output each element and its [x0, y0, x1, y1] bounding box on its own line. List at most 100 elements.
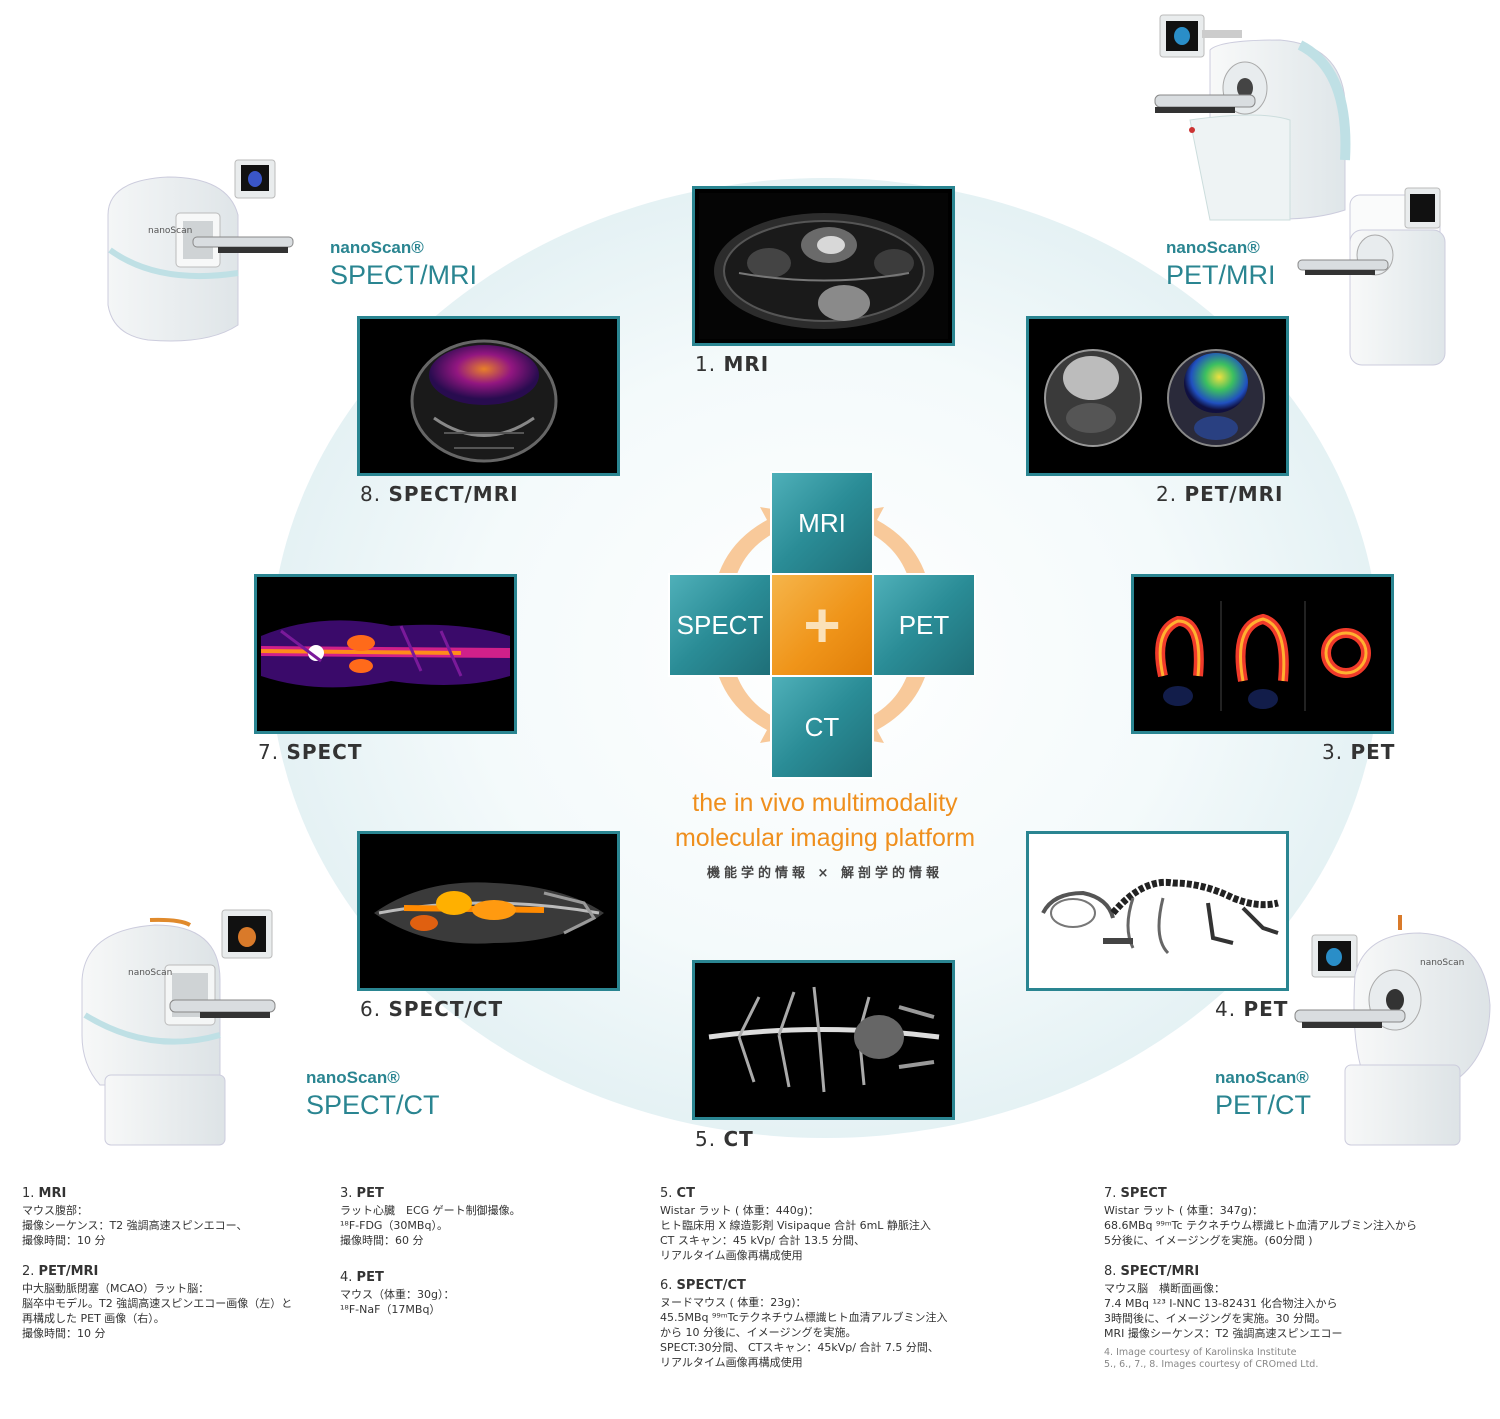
- tile-pet: PET: [872, 573, 976, 677]
- caption-number: 2.: [1156, 482, 1178, 506]
- note-number: 6.: [660, 1278, 673, 1293]
- note-number: 3.: [340, 1186, 353, 1201]
- note-line: 3時間後に、イメージングを実施。30 分間。: [1104, 1312, 1326, 1325]
- note-line: 45.5MBq ⁹⁹ᵐTcテクネチウム標識ヒト血清アルブミン注入: [660, 1311, 948, 1324]
- tagline-japanese: 機能学的情報 × 解剖学的情報: [707, 866, 943, 881]
- note-line: 中大脳動脈閉塞（MCAO）ラット脳：: [22, 1282, 210, 1295]
- mri-image-panel: [692, 186, 955, 346]
- note-line: 脳卒中モデル。T2 強調高速スピンエコー画像（左）と: [22, 1297, 293, 1310]
- tile-spect-label: SPECT: [676, 609, 764, 640]
- pet-mri-scan-image: [1033, 323, 1282, 469]
- tile-ct: CT: [770, 675, 874, 779]
- note-line: SPECT:30分間、 CTスキャン：45kVp/ 合計 7.5 分間、: [660, 1341, 939, 1354]
- caption-label: CT: [723, 1127, 754, 1151]
- note-title: SPECT/MRI: [1120, 1264, 1200, 1279]
- spect-mri-image-panel: [357, 316, 620, 476]
- svg-text:nanoScan: nanoScan: [1420, 958, 1464, 968]
- note-line: 再構成した PET 画像（右）。: [22, 1312, 165, 1325]
- note-heading: 3. PET: [340, 1186, 640, 1201]
- tile-spect: SPECT: [668, 573, 772, 677]
- caption-label: MRI: [723, 352, 770, 376]
- caption-number: 3.: [1322, 740, 1344, 764]
- pet-skeleton-scan-image: [1033, 838, 1282, 984]
- caption-label: PET: [1350, 740, 1396, 764]
- pet-heart-scan-image: [1138, 581, 1387, 727]
- note-7: 7. SPECT Wistar ラット ( 体重：347g)： 68.6MBq …: [1104, 1186, 1474, 1248]
- note-heading: 5. CT: [660, 1186, 990, 1201]
- note-number: 4.: [340, 1270, 353, 1285]
- note-line: MRI 撮像シーケンス：T2 強調高速スピンエコー: [1104, 1327, 1343, 1340]
- tile-plus: +: [770, 573, 874, 677]
- note-line: ¹⁸F-NaF（17MBq）: [340, 1303, 441, 1316]
- note-number: 2.: [22, 1264, 35, 1279]
- brand-model: SPECT/MRI: [330, 260, 478, 290]
- pet-ct-scanner-image: nanoScan: [1294, 915, 1491, 1146]
- note-2: 2. PET/MRI 中大脳動脈閉塞（MCAO）ラット脳： 脳卒中モデル。T2 …: [22, 1264, 322, 1341]
- note-line: Wistar ラット ( 体重：440g)：: [660, 1204, 820, 1217]
- note-line: マウス腹部：: [22, 1204, 88, 1217]
- note-line: から 10 分後に、イメージングを実施。: [660, 1326, 857, 1339]
- note-line: 5分後に、イメージングを実施。(60分間 ): [1104, 1234, 1313, 1247]
- note-line: 68.6MBq ⁹⁹ᵐTc テクネチウム標識ヒト血清アルブミン注入から: [1104, 1219, 1417, 1232]
- tile-mri-label: MRI: [798, 507, 846, 538]
- pet-heart-image-panel: [1131, 574, 1394, 734]
- svg-text:nanoScan: nanoScan: [148, 226, 192, 236]
- brand-model: SPECT/CT: [306, 1090, 440, 1120]
- brand-name: nanoScan®: [1215, 1068, 1309, 1087]
- caption-label: PET/MRI: [1184, 482, 1284, 506]
- note-title: SPECT: [1120, 1186, 1167, 1201]
- credit-line: 4. Image courtesy of Karolinska Institut…: [1104, 1347, 1297, 1358]
- note-title: SPECT/CT: [676, 1278, 746, 1293]
- note-line: 撮像時間：10 分: [22, 1327, 106, 1340]
- pet-mri-image-panel: [1026, 316, 1289, 476]
- note-line: 7.4 MBq ¹²³ I-NNC 13-82431 化合物注入から: [1104, 1297, 1338, 1310]
- spect-ct-image-panel: [357, 831, 620, 991]
- note-number: 1.: [22, 1186, 35, 1201]
- note-line: 撮像シーケンス：T2 強調高速スピンエコー、: [22, 1219, 248, 1232]
- note-1: 1. MRI マウス腹部： 撮像シーケンス：T2 強調高速スピンエコー、 撮像時…: [22, 1186, 322, 1248]
- caption-5: 5. CT: [695, 1127, 754, 1151]
- caption-label: SPECT/CT: [388, 997, 504, 1021]
- ct-scan-image: [699, 967, 948, 1113]
- caption-number: 5.: [695, 1127, 717, 1151]
- tile-pet-label: PET: [898, 609, 950, 640]
- note-4: 4. PET マウス（体重：30g）： ¹⁸F-NaF（17MBq）: [340, 1270, 640, 1317]
- note-title: CT: [676, 1186, 695, 1201]
- brand-name: nanoScan®: [1166, 238, 1260, 257]
- note-number: 5.: [660, 1186, 673, 1201]
- note-heading: 8. SPECT/MRI: [1104, 1264, 1474, 1279]
- pet-skeleton-image-panel: [1026, 831, 1289, 991]
- caption-4: 4. PET: [1215, 997, 1288, 1021]
- note-line: ¹⁸F-FDG（30MBq）。: [340, 1219, 448, 1232]
- note-line: マウス（体重：30g）：: [340, 1288, 455, 1301]
- spect-scan-image: [261, 581, 510, 727]
- caption-label: SPECT/MRI: [388, 482, 519, 506]
- note-line: CT スキャン：45 kVp/ 合計 13.5 分間、: [660, 1234, 865, 1247]
- note-number: 7.: [1104, 1186, 1117, 1201]
- tile-ct-label: CT: [804, 711, 840, 742]
- tagline-line-1: the in vivo multimodality: [692, 789, 958, 817]
- credit-line: 5., 6., 7., 8. Images courtesy of CROmed…: [1104, 1359, 1319, 1370]
- note-number: 8.: [1104, 1264, 1117, 1279]
- brand-name: nanoScan®: [306, 1068, 400, 1087]
- note-title: PET: [356, 1270, 384, 1285]
- tile-mri: MRI: [770, 471, 874, 575]
- spect-mri-scan-image: [364, 323, 613, 469]
- note-line: マウス脳 横断面画像：: [1104, 1282, 1225, 1295]
- svg-text:nanoScan: nanoScan: [128, 968, 172, 978]
- note-line: Wistar ラット ( 体重：347g)：: [1104, 1204, 1264, 1217]
- caption-number: 1.: [695, 352, 717, 376]
- brand-pet-mri: nanoScan® PET/MRI: [1166, 238, 1276, 291]
- note-title: PET/MRI: [38, 1264, 99, 1279]
- note-6: 6. SPECT/CT ヌードマウス ( 体重：23g)： 45.5MBq ⁹⁹…: [660, 1278, 990, 1370]
- note-line: リアルタイム画像再構成使用: [660, 1356, 803, 1369]
- brand-spect-ct: nanoScan® SPECT/CT: [306, 1068, 440, 1121]
- spect-image-panel: [254, 574, 517, 734]
- note-line: ヌードマウス ( 体重：23g)：: [660, 1296, 807, 1309]
- note-line: 撮像時間：10 分: [22, 1234, 106, 1247]
- spect-mri-scanner-image: nanoScan: [107, 159, 294, 342]
- brand-model: PET/MRI: [1166, 260, 1276, 290]
- tagline-line-2: molecular imaging platform: [674, 824, 976, 852]
- note-heading: 4. PET: [340, 1270, 640, 1285]
- note-title: MRI: [38, 1186, 67, 1201]
